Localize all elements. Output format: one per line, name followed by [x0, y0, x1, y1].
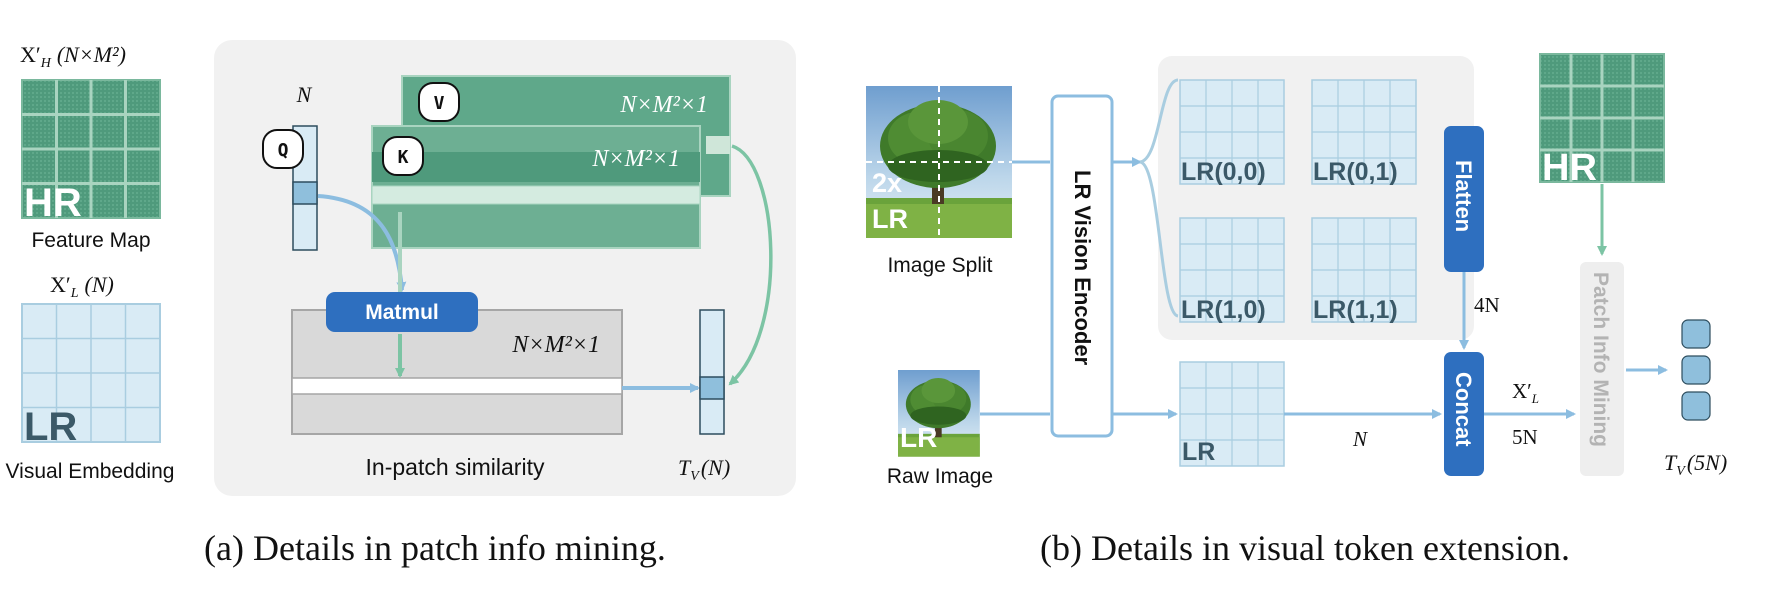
key-block: N×M²×1 — [371, 125, 701, 249]
tile-label: LR(0,1) — [1313, 158, 1398, 186]
matmul-label: Matmul — [365, 301, 439, 324]
raw-image-label: Raw Image — [887, 465, 993, 488]
tile-lr-0-0: LR(0,0) — [1179, 79, 1285, 186]
n-label-b: N — [1352, 427, 1368, 451]
tv-label: TV(N) — [678, 455, 730, 484]
tv-vector — [699, 309, 725, 435]
tile-lr-1-0: LR(1,0) — [1179, 217, 1285, 324]
lr-grid-raw: LR — [1179, 361, 1285, 467]
tile-lr-0-1: LR(0,1) — [1311, 79, 1417, 186]
lr-embedding-label: X′L(N) — [50, 272, 114, 301]
k-badge: K — [382, 136, 424, 176]
flatten-label: Flatten — [1451, 160, 1476, 232]
image-split-label: Image Split — [887, 254, 992, 277]
in-patch-label: In-patch similarity — [366, 454, 545, 480]
v-label: V — [434, 93, 445, 114]
lr-vision-encoder: LR Vision Encoder — [1050, 94, 1114, 438]
hr-feature-map: HR — [21, 79, 161, 225]
v-badge: V — [418, 82, 460, 122]
token — [1681, 355, 1711, 385]
k-label: K — [398, 147, 409, 168]
token — [1681, 391, 1711, 421]
split-lr-text: LR — [872, 204, 908, 234]
panel-a: X′H(N×M²) HR Feature Map X′L(N) — [6, 40, 796, 568]
raw-lr-text: LR — [900, 422, 937, 453]
tile-label: LR(1,1) — [1313, 296, 1398, 324]
q-label: Q — [278, 140, 289, 161]
output-tokens — [1681, 319, 1711, 421]
panel-b: 2x LR Image Split LR Raw Image LR Vision… — [866, 53, 1727, 568]
token — [1681, 319, 1711, 349]
flatten-block: Flatten — [1444, 126, 1484, 272]
visual-embedding-label: Visual Embedding — [6, 460, 175, 483]
lr-visual-embedding: LR — [21, 303, 161, 449]
four-n-label: 4N — [1474, 293, 1500, 317]
hr-feature-map-b: HR — [1539, 53, 1665, 189]
q-badge: Q — [262, 129, 304, 169]
patch-info-mining-block: Patch Info Mining — [1580, 262, 1624, 476]
hr-map-text: HR — [24, 181, 82, 225]
arrow-v-to-tv — [728, 144, 773, 386]
hr-map-b-text: HR — [1542, 147, 1597, 189]
n-label: N — [296, 82, 313, 107]
pim-label: Patch Info Mining — [1589, 272, 1612, 447]
xl-label-b: X′L — [1512, 379, 1539, 406]
matmul-block: Matmul — [326, 292, 478, 332]
tile-label: LR(0,0) — [1181, 158, 1266, 186]
feature-map-label: Feature Map — [31, 229, 150, 252]
k-dims: N×M²×1 — [591, 146, 680, 172]
lr-embedding-text: LR — [24, 405, 77, 449]
lr-grid-raw-text: LR — [1182, 438, 1215, 466]
v-dims: N×M²×1 — [619, 92, 708, 118]
five-n-label: 5N — [1512, 425, 1538, 449]
split-image: 2x LR — [866, 86, 1012, 238]
similarity-dims: N×M²×1 — [511, 332, 600, 358]
brace-tiles — [1139, 78, 1179, 318]
caption-a: (a) Details in patch info mining. — [204, 528, 666, 568]
split-2x-text: 2x — [872, 168, 902, 198]
concat-block: Concat — [1444, 352, 1484, 476]
caption-b: (b) Details in visual token extension. — [1040, 528, 1570, 568]
encoder-label: LR Vision Encoder — [1070, 170, 1095, 366]
concat-label: Concat — [1451, 372, 1476, 447]
tv-label-b: TV(5N) — [1664, 450, 1727, 479]
tile-label: LR(1,0) — [1181, 296, 1266, 324]
hr-map-label: X′H(N×M²) — [20, 42, 126, 71]
tile-lr-1-1: LR(1,1) — [1311, 217, 1417, 324]
query-vector — [292, 125, 318, 251]
